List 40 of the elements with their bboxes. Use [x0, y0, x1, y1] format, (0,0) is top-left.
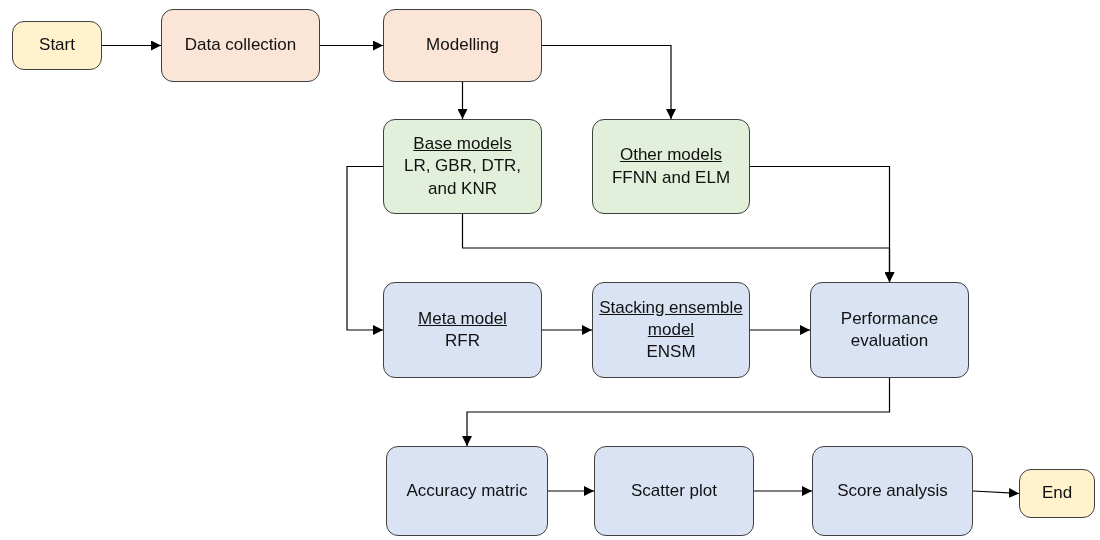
arrow [749, 165, 895, 283]
box-text: Performance evaluation [839, 307, 940, 352]
process-box [383, 9, 542, 82]
box-heading: Base models [413, 133, 512, 156]
box-text: Data collection [184, 34, 297, 57]
arrow [462, 377, 891, 447]
box-text: Scatter plot [631, 479, 717, 502]
arrow [753, 486, 813, 496]
process-box [594, 446, 754, 536]
process-box [386, 446, 548, 536]
process-box [383, 119, 542, 214]
box-text: LR, GBR, DTR, and KNR [402, 155, 523, 200]
arrow [101, 40, 162, 51]
process-box [812, 446, 973, 536]
process-box [592, 282, 750, 378]
arrow [541, 325, 593, 335]
box-text: Modelling [426, 34, 499, 57]
arrow [346, 165, 384, 335]
box-text: End [1041, 482, 1073, 505]
arrow [749, 325, 811, 335]
process-box [161, 9, 320, 82]
arrow [972, 487, 1020, 498]
box-text: Accuracy matric [406, 479, 528, 502]
box-text: ENSM [646, 341, 696, 364]
box-heading: Stacking ensemble model [598, 296, 744, 341]
box-text: FFNN and ELM [611, 166, 731, 189]
process-box [383, 282, 542, 378]
process-box [1019, 469, 1095, 518]
arrow [457, 81, 468, 120]
box-text: Start [39, 34, 75, 57]
arrow [319, 40, 384, 51]
arrow [547, 486, 595, 496]
box-heading: Meta model [418, 307, 507, 330]
process-box [12, 21, 102, 70]
box-heading: Other models [619, 144, 722, 167]
box-text: Score analysis [837, 479, 948, 502]
process-box [810, 282, 969, 378]
process-box [592, 119, 750, 214]
arrow [541, 44, 676, 120]
box-text: RFR [445, 330, 480, 352]
